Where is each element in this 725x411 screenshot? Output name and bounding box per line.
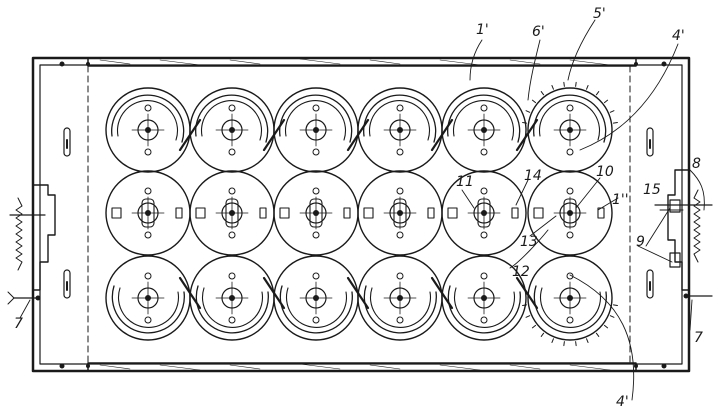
wheel-r2-c1 — [105, 170, 191, 256]
label-8: 8 — [692, 156, 701, 172]
left-latch-mechanism — [7, 184, 56, 305]
wheel-r1-c6 — [527, 87, 613, 173]
wheel-r2-c2 — [189, 170, 275, 256]
label-1secondary: 1'' — [612, 192, 629, 208]
label-7-left: 7 — [14, 316, 23, 332]
label-12: 12 — [512, 264, 530, 280]
wheel-r1-c2 — [189, 87, 275, 173]
label-4prime-bottom: 4' — [616, 394, 629, 410]
scale-ticks — [522, 81, 618, 347]
right-latch-mechanism — [654, 169, 713, 299]
wheel-r2-c4 — [357, 170, 443, 256]
wheel-r3-c5 — [441, 255, 527, 341]
wheel-r2-c5 — [441, 170, 527, 256]
wheel-r3-c3 — [273, 255, 359, 341]
reference-labels: 1' 6' 5' 4' 10 11 14 1'' 15 8 13 12 9 7 … — [14, 6, 703, 410]
label-15: 15 — [643, 182, 661, 198]
label-11: 11 — [456, 174, 474, 190]
inner-frame — [39, 64, 683, 365]
label-7-right: 7 — [694, 330, 703, 346]
wheel-r1-c5 — [441, 87, 527, 173]
wheel-r1-c4 — [357, 87, 443, 173]
label-14: 14 — [524, 168, 542, 184]
label-5prime: 5' — [593, 6, 606, 22]
wheel-r3-c6 — [527, 255, 613, 341]
wheel-r2-c3 — [273, 170, 359, 256]
wheel-r1-c1 — [105, 87, 191, 173]
label-1prime: 1' — [476, 22, 489, 38]
wheel-r3-c4 — [357, 255, 443, 341]
label-13: 13 — [520, 234, 538, 250]
wheel-r1-c3 — [273, 87, 359, 173]
wheel-grid — [105, 81, 618, 347]
wheel-r2-c6 — [527, 170, 613, 256]
label-9: 9 — [636, 234, 645, 250]
label-6prime: 6' — [532, 24, 545, 40]
label-10: 10 — [596, 164, 614, 180]
side-slots — [63, 127, 654, 299]
leader-lines — [19, 19, 705, 401]
label-4prime-top: 4' — [672, 28, 685, 44]
corner-screws — [59, 61, 667, 369]
wheel-r3-c2 — [189, 255, 275, 341]
cam-links — [178, 118, 539, 310]
wheel-r3-c1 — [105, 255, 191, 341]
